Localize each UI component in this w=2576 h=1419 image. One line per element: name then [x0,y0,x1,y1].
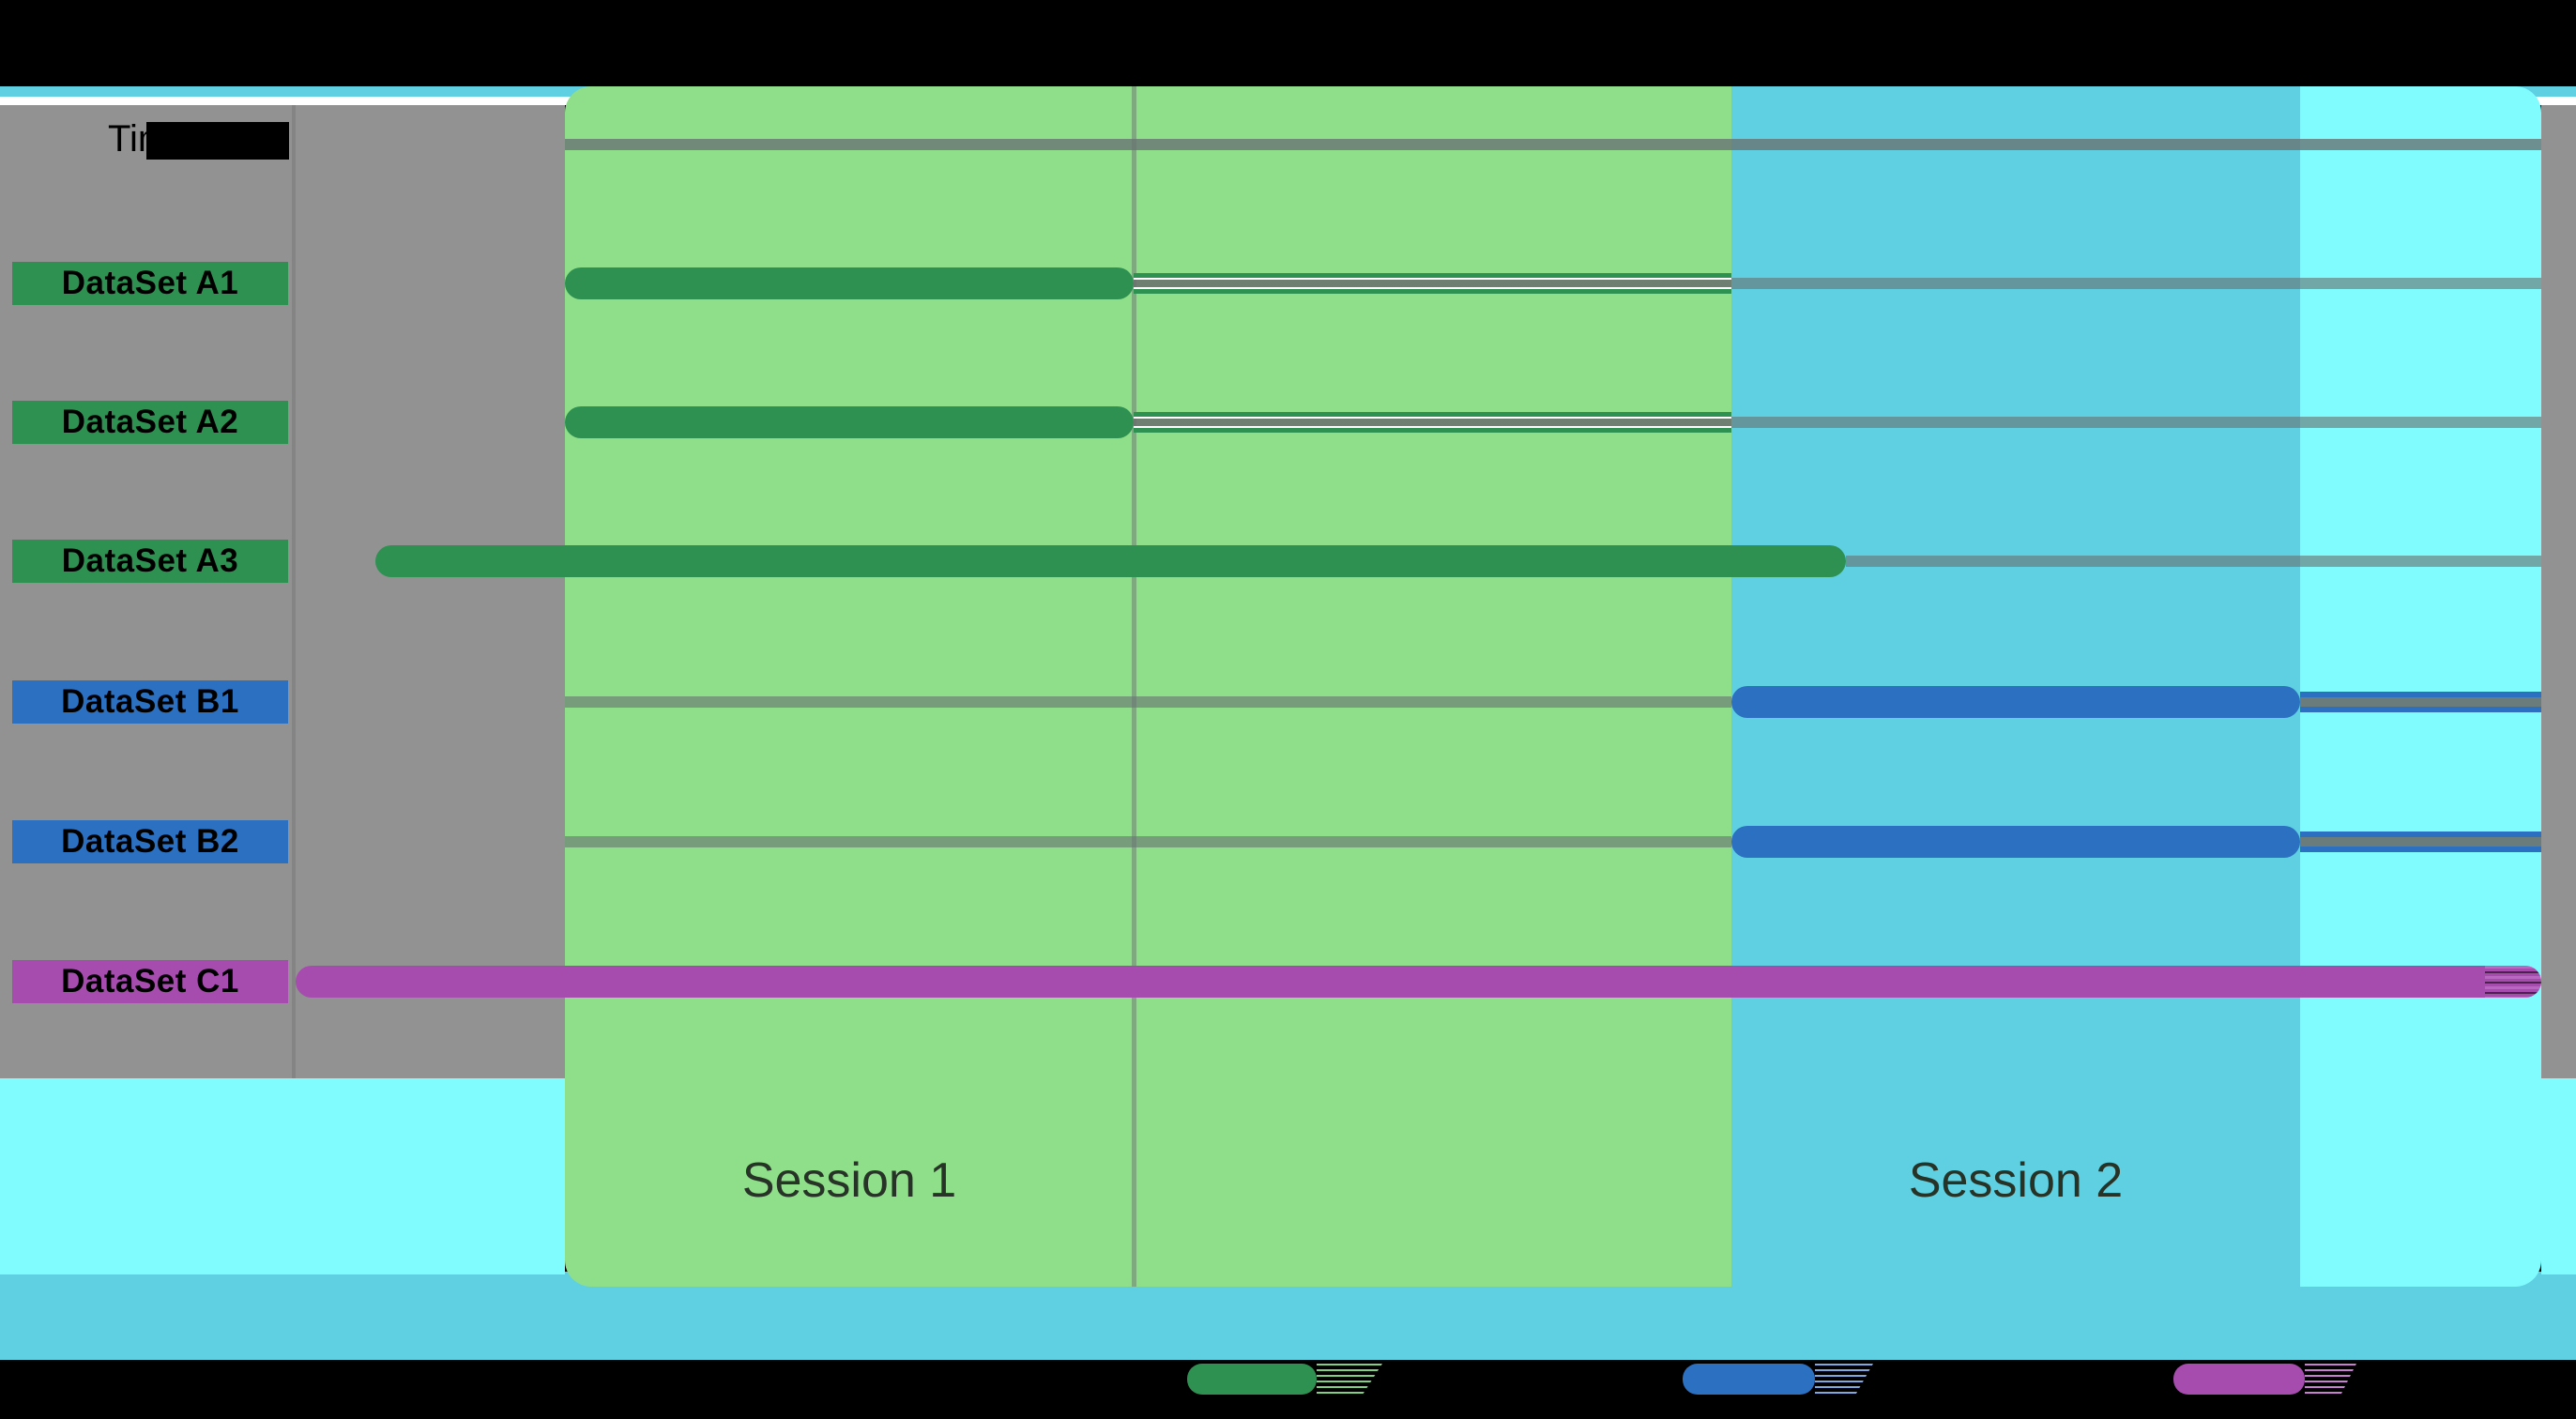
row-a1-hollow-bar [1134,273,1731,294]
session1-mid-gridline [1132,86,1136,1287]
row-b2-solid-bar [1731,826,2300,858]
row-c1-solid-bar [296,966,2541,998]
header-gridline [565,139,2541,150]
session1-band [565,86,1731,1287]
row-label-dataset-b2: DataSet B2 [12,820,288,863]
row-a3-solid-bar [375,545,1846,577]
row-a2-hollow-bar [1134,412,1731,433]
row-label-dataset-a1: DataSet A1 [12,262,288,305]
legend-dataset-c-pill [2173,1364,2305,1395]
legend-dataset-b-streaks [1815,1364,1873,1395]
time-label-black-box [146,122,289,160]
row-a3-gridline [1846,556,2541,567]
row-a1-solid-bar [565,267,1134,299]
bright-cyan-lower-right [2541,1078,2576,1274]
row-b2-gridline [565,836,1731,847]
row-a2-gridline [1731,417,2541,428]
row-b1-solid-bar [1731,686,2300,718]
row-label-dataset-b1: DataSet B1 [12,680,288,724]
plot-gray-right-sliver [2541,105,2576,1078]
legend-dataset-c-streaks [2305,1364,2356,1395]
plot-left-edge-line [292,105,296,1078]
session2-caption: Session 2 [1908,1153,2124,1208]
plot-gray-left [0,105,565,1078]
row-b2-hollow-bar [2300,832,2541,852]
row-a2-solid-bar [565,406,1134,438]
row-label-dataset-a2: DataSet A2 [12,401,288,444]
row-b1-gridline [565,696,1731,708]
row-label-dataset-c1: DataSet C1 [12,960,288,1003]
legend-dataset-a-streaks [1317,1364,1382,1395]
extra-bright-band [2300,86,2541,1287]
row-b1-hollow-bar [2300,692,2541,712]
legend-dataset-b-pill [1683,1364,1815,1395]
session1-caption: Session 1 [741,1153,957,1208]
row-label-dataset-a3: DataSet A3 [12,540,288,583]
row-a1-gridline [1731,278,2541,289]
row-c1-bar-end-streaks [2485,966,2541,998]
legend-dataset-a-pill [1187,1364,1317,1395]
bright-cyan-lower-left [0,1078,565,1274]
